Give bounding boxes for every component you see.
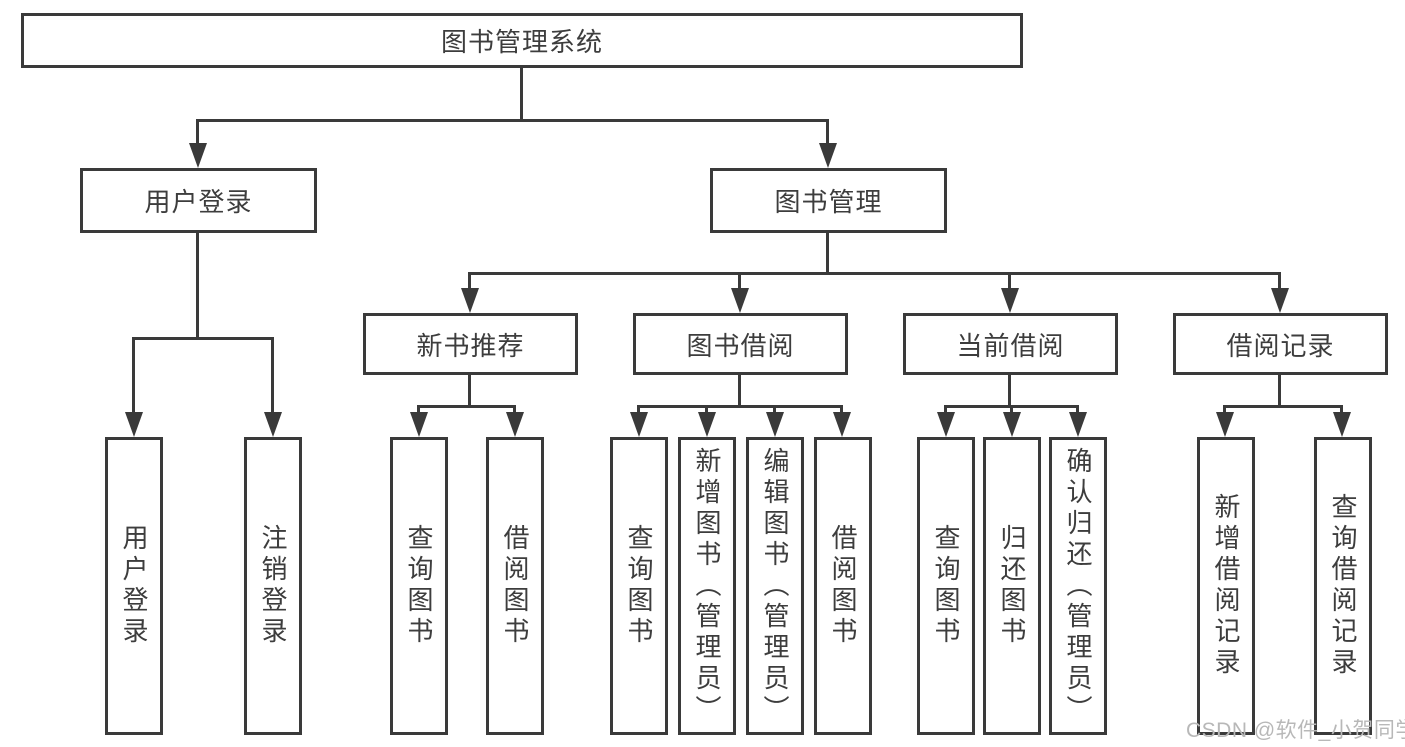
arrow-down-icon [731, 288, 749, 313]
leaf-logout: 注销登录 [244, 437, 302, 735]
connector-line [1008, 272, 1011, 291]
leaf-cur-query-books: 查询图书 [917, 437, 975, 735]
connector-line [738, 272, 741, 291]
arrow-down-icon [766, 412, 784, 437]
connector-line [705, 405, 708, 415]
node-book-borrowing: 图书借阅 [633, 313, 848, 375]
connector-line [132, 337, 135, 415]
arrow-down-icon [410, 412, 428, 437]
connector-line [468, 375, 471, 408]
leaf-cur-confirm-return-admin: 确认归还（管理员） [1049, 437, 1107, 735]
connector-line [826, 119, 829, 147]
connector-line [468, 272, 1281, 275]
connector-line [1278, 272, 1281, 291]
leaf-nb-borrow-books: 借阅图书 [486, 437, 544, 735]
arrow-down-icon [630, 412, 648, 437]
leaf-bw-add-books-admin: 新增图书（管理员） [678, 437, 736, 735]
connector-line [417, 405, 516, 408]
connector-line [417, 405, 420, 415]
connector-line [826, 233, 829, 275]
arrow-down-icon [937, 412, 955, 437]
connector-line [1340, 405, 1343, 415]
csdn-watermark: CSDN @软件_小贺同学 [1186, 719, 1405, 742]
connector-line [197, 119, 829, 122]
arrow-down-icon [461, 288, 479, 313]
connector-line [1076, 405, 1079, 415]
arrow-down-icon [819, 143, 837, 168]
arrow-down-icon [833, 412, 851, 437]
leaf-bw-edit-books-admin: 编辑图书（管理员） [746, 437, 804, 735]
arrow-down-icon [506, 412, 524, 437]
arrow-down-icon [698, 412, 716, 437]
connector-line [944, 405, 947, 415]
connector-line [637, 405, 843, 408]
connector-line [196, 233, 199, 340]
leaf-rec-query-record: 查询借阅记录 [1314, 437, 1372, 735]
connector-line [513, 405, 516, 415]
connector-line [196, 119, 199, 147]
arrow-down-icon [1271, 288, 1289, 313]
connector-line [840, 405, 843, 415]
arrow-down-icon [1069, 412, 1087, 437]
connector-line [738, 375, 741, 408]
leaf-bw-query-books: 查询图书 [610, 437, 668, 735]
connector-line [468, 272, 471, 291]
connector-line [1010, 405, 1013, 415]
arrow-down-icon [1001, 288, 1019, 313]
node-borrowing-records: 借阅记录 [1173, 313, 1388, 375]
connector-line [520, 68, 523, 121]
node-book-management: 图书管理 [710, 168, 947, 233]
connector-line [1223, 405, 1343, 408]
node-user-login: 用户登录 [80, 168, 317, 233]
arrow-down-icon [1333, 412, 1351, 437]
node-current-borrowing: 当前借阅 [903, 313, 1118, 375]
connector-line [132, 337, 274, 340]
connector-line [1278, 375, 1281, 408]
leaf-user-login: 用户登录 [105, 437, 163, 735]
leaf-nb-query-books: 查询图书 [390, 437, 448, 735]
connector-line [1223, 405, 1226, 415]
leaf-bw-borrow-books: 借阅图书 [814, 437, 872, 735]
arrow-down-icon [189, 143, 207, 168]
node-library-management-system: 图书管理系统 [21, 13, 1023, 68]
connector-line [637, 405, 640, 415]
arrow-down-icon [1216, 412, 1234, 437]
connector-line [271, 337, 274, 415]
arrow-down-icon [1003, 412, 1021, 437]
node-new-book-recommend: 新书推荐 [363, 313, 578, 375]
leaf-cur-return-books: 归还图书 [983, 437, 1041, 735]
arrow-down-icon [125, 412, 143, 437]
arrow-down-icon [264, 412, 282, 437]
connector-line [773, 405, 776, 415]
connector-line [1008, 375, 1011, 408]
leaf-rec-add-record: 新增借阅记录 [1197, 437, 1255, 735]
